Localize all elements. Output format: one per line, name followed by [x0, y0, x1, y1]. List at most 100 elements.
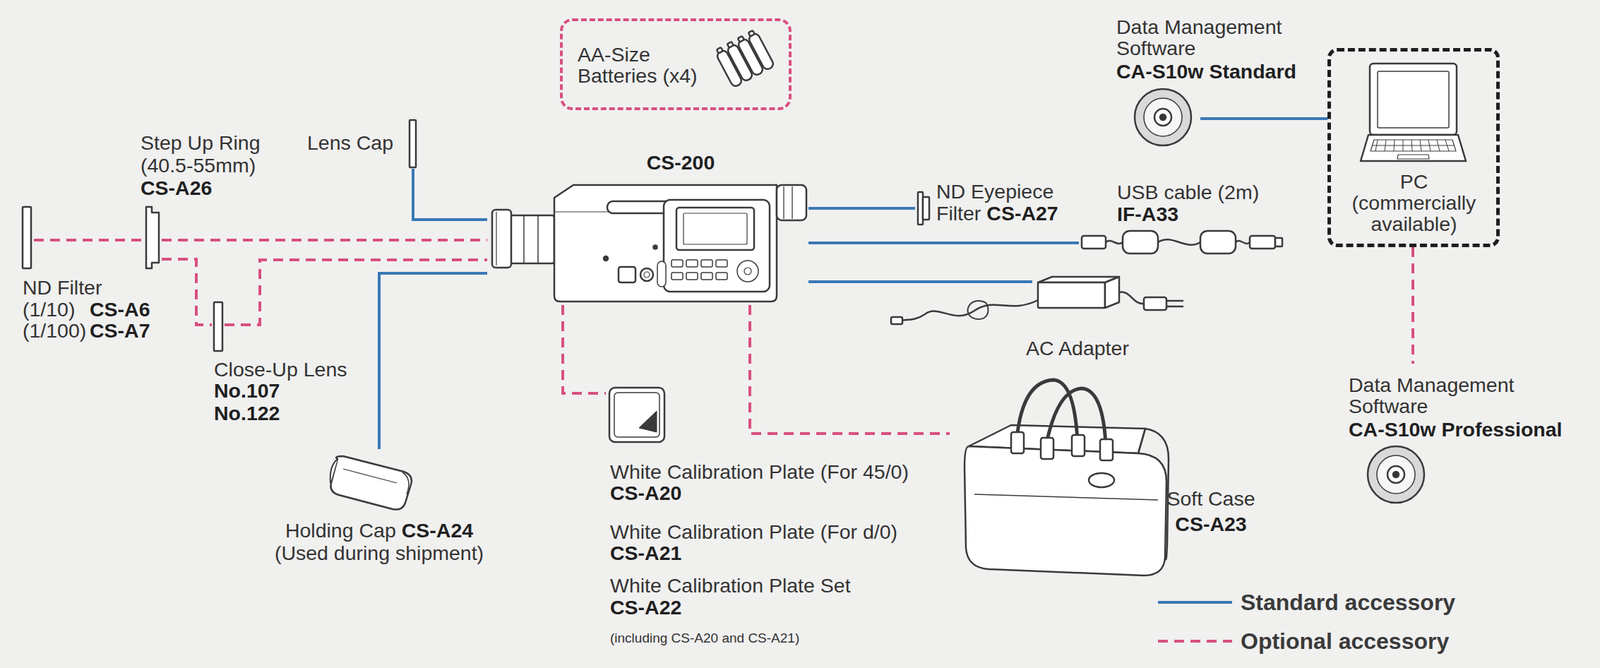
legend-samples: [1157, 602, 1233, 642]
camera-illustration-part: [686, 259, 698, 267]
part-code: CS-A23: [1174, 512, 1247, 536]
optional-connector: [224, 259, 488, 325]
legend-text: Optional accessory: [1240, 628, 1449, 654]
ac-adapter-illustration-part: [968, 300, 989, 320]
camera-illustration-part: [701, 259, 713, 267]
part-name: Holding Cap: [285, 518, 397, 542]
part-code: CA-S10w Standard: [1116, 60, 1297, 83]
batteries-illustration-part: [747, 32, 776, 72]
cd-illustration-part: [1376, 455, 1416, 494]
legend-samples-part: [1157, 639, 1233, 643]
holding-cap-illustration-part: [330, 458, 338, 483]
nd-filter-illustration-part: [22, 206, 32, 269]
soft-case-illustration-part: [1138, 428, 1169, 560]
camera-illustration-part: [603, 256, 608, 261]
camera-illustration-part: [744, 267, 752, 275]
text-line: CA-S10w Professional: [1348, 418, 1563, 441]
laptop-illustration-part: [1360, 134, 1466, 161]
usb-cable-illustration-part: [1235, 240, 1250, 244]
part-code: No.107: [213, 379, 280, 402]
close-up-lens-illustration-part: [213, 302, 223, 351]
text-line: Soft Case: [1140, 487, 1282, 510]
legend-text: Standard accessory: [1240, 589, 1456, 616]
soft-case-illustration-part: [1100, 439, 1113, 461]
soft-case-label: Soft CaseCS-A23: [949, 374, 1173, 579]
optional-connector: [33, 238, 144, 242]
part-code: No.122: [213, 401, 280, 425]
laptop-illustration-part: [1372, 139, 1455, 152]
optional-connector: [749, 305, 950, 434]
holding-cap-illustration-part: [343, 468, 397, 483]
laptop-illustration-part: [1377, 71, 1449, 128]
ac-adapter-illustration-part: [1105, 276, 1120, 308]
text-line: (1/100)CS-A7: [22, 319, 151, 342]
pc-box: PC (commercially available): [1327, 48, 1500, 248]
camera-illustration-part: [495, 211, 497, 266]
holding-cap-label: Holding CapCS-A24(Used during shipment): [326, 449, 415, 513]
calibration-plate-illustration-part: [609, 387, 665, 443]
text-line: Data Management Software: [1348, 374, 1547, 417]
camera-illustration-part: [671, 259, 683, 267]
text-line: CA-S10w Standard: [1116, 60, 1297, 83]
soft-case-illustration-part: [1071, 434, 1085, 457]
cd-illustration-part: [1160, 114, 1166, 121]
laptop-illustration-part: [1370, 139, 1456, 152]
step-up-ring-illustration: [146, 206, 159, 269]
camera-illustration-part: [492, 209, 512, 268]
part-name: USB cable (2m): [1117, 180, 1259, 204]
batteries-illustration: [713, 28, 775, 88]
batteries-illustration-part: [748, 30, 755, 37]
nd-filter-illustration: [22, 206, 32, 269]
text-line: (including CS-A20 and CS-A21): [610, 629, 800, 647]
ac-adapter-label: AC Adapter: [1032, 273, 1195, 363]
text-line: CS-A23: [1140, 512, 1282, 536]
text-line: IF-A33: [1117, 202, 1179, 226]
part-name: Step Up Ring: [140, 131, 261, 154]
part-code: CS-200: [646, 151, 716, 174]
part-code: CS-A21: [610, 541, 682, 565]
part-name: PC (commercially available): [1352, 170, 1477, 236]
part-name: AC Adapter: [1025, 336, 1130, 360]
camera-illustration-part: [737, 260, 759, 282]
cd-illustration-part: [1134, 88, 1192, 146]
cd-illustration-part: [1367, 446, 1425, 503]
usb-cable-illustration-part: [1275, 237, 1283, 247]
part-code: CS-A22: [610, 595, 682, 619]
holding-cap-illustration-part: [330, 456, 411, 510]
camera-illustration-part: [715, 259, 728, 267]
calibration-plate-label: White Calibration Plate (For 45/0)CS-A20…: [605, 384, 668, 445]
text-line: Data Management Software: [1116, 16, 1315, 59]
camera-illustration-part: [671, 272, 683, 280]
laptop-illustration-part: [1397, 154, 1430, 159]
usb-cable-illustration-part: [1157, 239, 1201, 246]
optional-connector: [1411, 247, 1415, 364]
calibration-plate-illustration: [609, 387, 665, 443]
camera-illustration-part: [523, 215, 539, 264]
laptop-illustration-part: [1369, 63, 1457, 135]
lens-cap-illustration: [409, 120, 416, 168]
batteries-illustration-part: [737, 36, 745, 43]
camera-illustration-part: [510, 215, 555, 264]
camera-illustration-part: [653, 245, 658, 250]
battery-box: AA-Size Batteries (x4): [559, 18, 792, 111]
part-name: White Calibration Plate Set: [610, 574, 851, 597]
text-line: AA-Size Batteries (x4): [577, 43, 719, 87]
part-code: CA-S10w Professional: [1348, 418, 1563, 441]
soft-case-illustration: [964, 379, 1169, 576]
ac-adapter-illustration-part: [1037, 282, 1106, 308]
part-name: ND Filter: [22, 276, 102, 299]
text-line: CS-A21: [610, 541, 682, 565]
holding-cap-illustration-part: [402, 472, 409, 495]
part-code: CS-A24: [401, 518, 474, 542]
part-name: AA-Size Batteries (x4): [577, 43, 697, 87]
part-name: Close-Up Lens: [213, 357, 348, 381]
text-line: USB cable (2m): [1117, 180, 1259, 204]
usb-cable-illustration-part: [1122, 230, 1158, 254]
text-line: (Used during shipment): [237, 541, 521, 565]
camera-illustration-part: [640, 268, 654, 282]
part-code: IF-A33: [1117, 202, 1179, 226]
part-code: CS-A26: [140, 176, 212, 200]
standard-connector: [413, 168, 488, 220]
cd-illustration-part: [1387, 466, 1405, 483]
